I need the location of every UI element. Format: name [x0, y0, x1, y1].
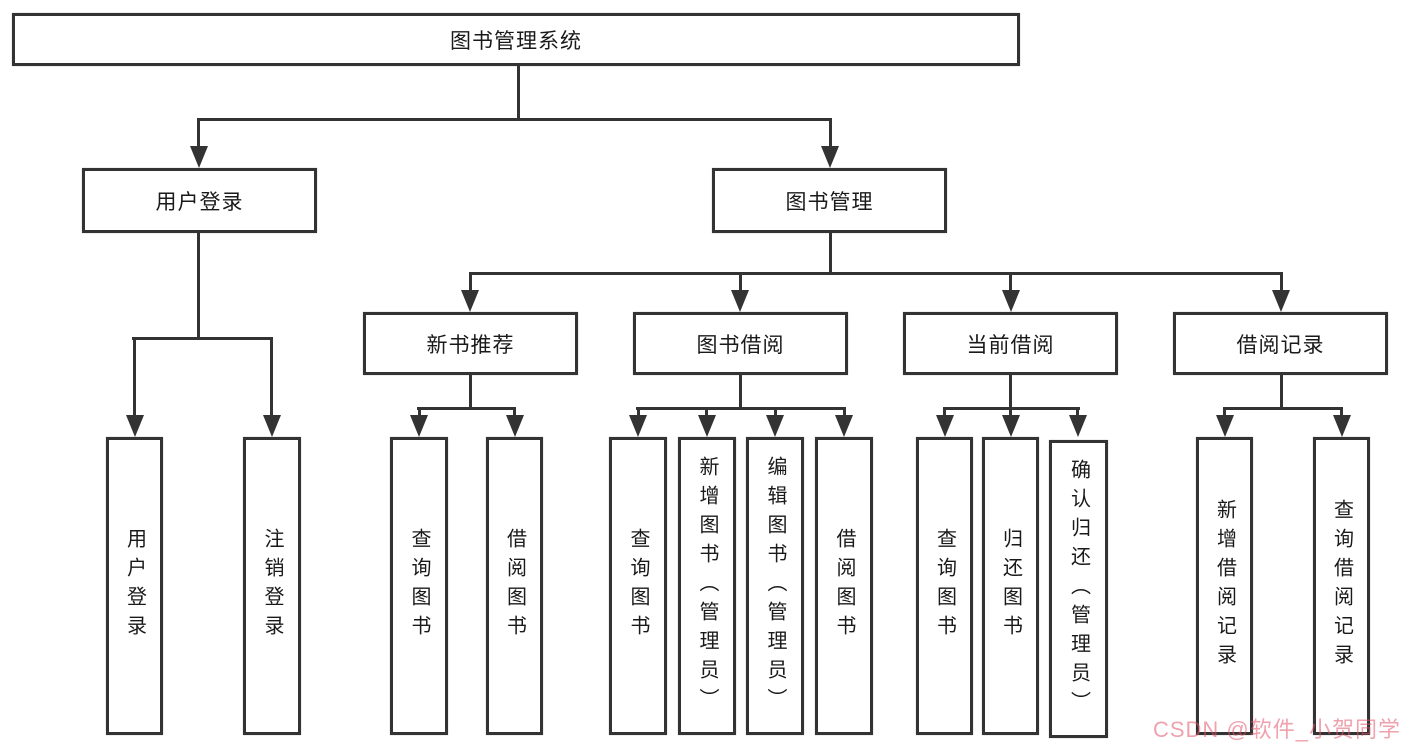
arrowhead-down-icon [410, 415, 428, 437]
leaf-label: 借阅图书 [503, 528, 526, 644]
connector-arrow-shaft [842, 407, 846, 419]
node-book-borrow: 图书借阅 [633, 312, 848, 375]
leaf-label: 新增借阅记录 [1213, 499, 1236, 673]
connector-arrow-shaft [1076, 407, 1079, 419]
leaf-label: 用户登录 [123, 528, 146, 644]
csdn-watermark: CSDN @软件_小贺同学 [1152, 717, 1401, 742]
arrowhead-down-icon [1001, 290, 1020, 312]
leaf-label: 借阅图书 [833, 528, 855, 644]
node-label: 图书管理系统 [450, 29, 582, 53]
leaf-label: 注销登录 [261, 528, 283, 644]
arrowhead-down-icon [835, 415, 853, 437]
connector-arrow-shaft [705, 407, 708, 419]
leaf-search-books-1: 查询图书 [390, 437, 448, 735]
arrowhead-down-icon [629, 415, 647, 437]
leaf-label: 查询借阅记录 [1330, 499, 1353, 673]
node-label: 图书借阅 [696, 333, 785, 357]
connector-level1-rail [197, 118, 832, 121]
leaf-search-books-3: 查询图书 [916, 437, 973, 735]
node-label: 图书管理 [785, 190, 874, 214]
leaf-borrow-books-1: 借阅图书 [486, 437, 543, 735]
arrowhead-down-icon [766, 415, 784, 437]
arrowhead-down-icon [189, 146, 208, 168]
node-new-book-recommend: 新书推荐 [363, 312, 578, 375]
leaf-label: 查询图书 [627, 528, 649, 644]
node-borrow-records: 借阅记录 [1173, 312, 1388, 375]
arrowhead-down-icon [1215, 415, 1234, 437]
leaf-user-login: 用户登录 [106, 437, 163, 735]
node-current-borrow: 当前借阅 [903, 312, 1118, 375]
connector-user-login-stub [197, 233, 200, 340]
connector-rail [417, 407, 516, 410]
connector-arrow-shaft [1279, 272, 1283, 294]
connector-arrow-shaft [270, 337, 273, 419]
node-user-login: 用户登录 [82, 168, 317, 233]
arrowhead-down-icon [697, 415, 716, 437]
connector-arrow-shaft [197, 118, 200, 150]
node-label: 当前借阅 [966, 333, 1055, 357]
connector-arrow-shaft [773, 407, 777, 419]
connector-arrow-shaft [738, 272, 742, 294]
leaf-add-books-admin: 新增图书（管理员） [678, 437, 736, 735]
connector-arrow-shaft [513, 407, 516, 419]
connector-arrow-shaft [468, 272, 472, 294]
connector-arrow-shaft [636, 407, 640, 419]
connector-arrow-shaft [1223, 407, 1226, 419]
arrowhead-down-icon [125, 415, 144, 437]
connector-arrow-shaft [417, 407, 421, 419]
leaf-label: 编辑图书（管理员） [764, 455, 786, 717]
leaf-add-borrow-record: 新增借阅记录 [1196, 437, 1253, 735]
connector-arrow-shaft [828, 118, 832, 150]
leaf-logout-login: 注销登录 [243, 437, 301, 735]
connector-stub [1279, 375, 1283, 410]
connector-user-login-rail [132, 337, 273, 340]
arrowhead-down-icon [461, 290, 479, 312]
connector-stub [469, 375, 472, 410]
leaf-label: 确认归还（管理员） [1067, 458, 1090, 720]
leaf-label: 归还图书 [999, 528, 1022, 644]
arrowhead-down-icon [1272, 290, 1290, 312]
leaf-return-books: 归还图书 [982, 437, 1039, 735]
connector-arrow-shaft [1009, 407, 1012, 419]
arrowhead-down-icon [262, 415, 281, 437]
leaf-search-books-2: 查询图书 [609, 437, 667, 735]
leaf-label: 查询图书 [408, 528, 430, 644]
connector-arrow-shaft [1340, 407, 1343, 419]
connector-rail [636, 407, 846, 410]
leaf-label: 新增图书（管理员） [696, 455, 718, 717]
arrowhead-down-icon [821, 146, 839, 168]
node-label: 借阅记录 [1236, 333, 1325, 357]
connector-arrow-shaft [1009, 272, 1012, 294]
connector-level2-rail [468, 272, 1283, 275]
arrowhead-down-icon [935, 415, 954, 437]
connector-stub [739, 375, 742, 410]
arrowhead-down-icon [1332, 415, 1351, 437]
connector-arrow-shaft [943, 407, 946, 419]
node-label: 用户登录 [155, 190, 244, 214]
connector-arrow-shaft [133, 337, 136, 419]
node-book-management: 图书管理 [712, 168, 947, 233]
arrowhead-down-icon [731, 290, 749, 312]
arrowhead-down-icon [505, 415, 524, 437]
leaf-borrow-books-2: 借阅图书 [815, 437, 873, 735]
node-label: 新书推荐 [426, 333, 515, 357]
leaf-label: 查询图书 [933, 528, 956, 644]
arrowhead-down-icon [1001, 415, 1020, 437]
connector-book-management-stub [828, 233, 832, 275]
connector-root-riser [517, 66, 520, 121]
leaf-edit-books-admin: 编辑图书（管理员） [746, 437, 804, 735]
node-library-management-system: 图书管理系统 [12, 13, 1020, 66]
leaf-confirm-return-admin: 确认归还（管理员） [1049, 440, 1108, 738]
connector-stub [1009, 375, 1012, 410]
connector-rail [1223, 407, 1343, 410]
leaf-search-borrow-record: 查询借阅记录 [1313, 437, 1370, 735]
arrowhead-down-icon [1068, 415, 1087, 437]
